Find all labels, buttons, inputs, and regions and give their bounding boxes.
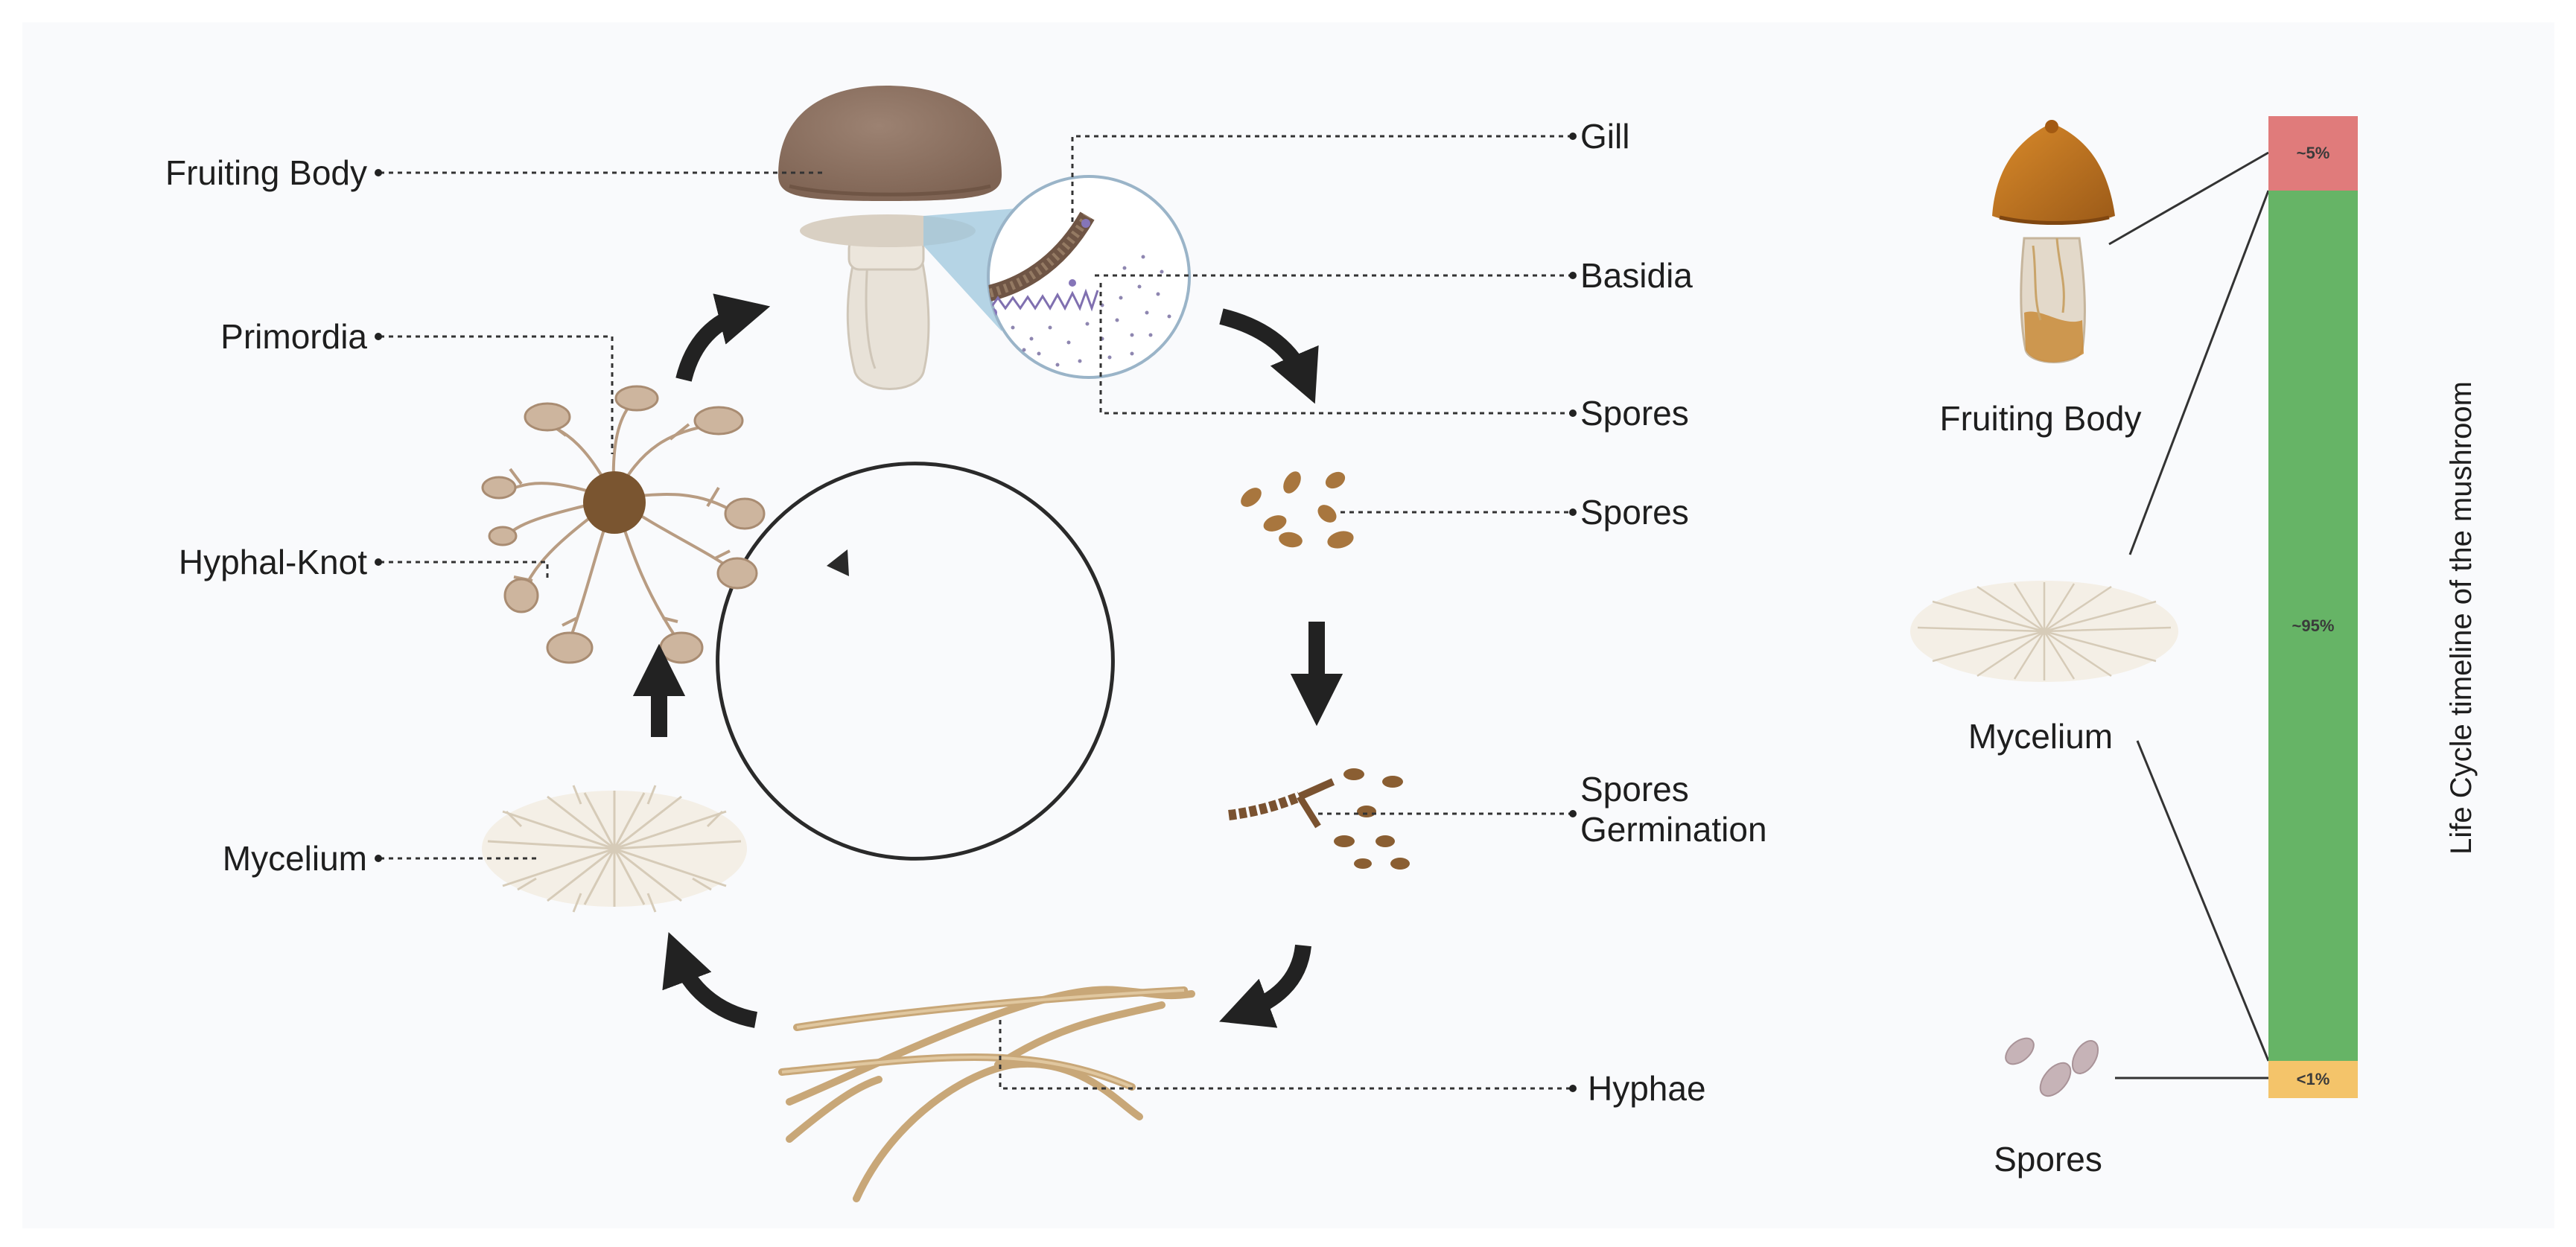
timeline-label-fruiting-body: Fruiting Body <box>1939 399 2142 438</box>
arrow-primordia-to-fruiting <box>675 293 771 382</box>
hyphal-knot-core <box>583 471 646 534</box>
timeline-segment-fruiting <box>2268 116 2358 191</box>
timeline-mycelium-icon <box>1910 581 2178 682</box>
connector-fruiting-body <box>2108 151 2269 246</box>
timeline-segment-spores <box>2268 1061 2358 1098</box>
label-gill: Gill <box>1580 117 1630 156</box>
label-hyphal-knot: Hyphal-Knot <box>178 543 367 581</box>
timeline-bar <box>2268 116 2358 1098</box>
timeline-segment-label-mycelium: ~95% <box>2292 616 2335 635</box>
spores-cluster <box>1241 471 1354 549</box>
label-germination-line2: Germination <box>1580 810 1767 849</box>
label-primordia: Primordia <box>220 317 367 356</box>
arrow-fruiting-to-spores <box>1219 308 1319 404</box>
cycle-arrows <box>632 293 1343 1028</box>
leader-gill <box>1071 135 1571 222</box>
leader-lines <box>380 135 1571 1090</box>
label-spores-gill: Spores <box>1580 394 1689 433</box>
connector-mycelium-bottom <box>2136 740 2270 1062</box>
connector-mycelium-top <box>2128 190 2270 555</box>
cycle-circle-arrowhead <box>827 549 849 576</box>
timeline-spores-icon <box>2005 1037 2099 1097</box>
timeline-label-mycelium: Mycelium <box>1968 717 2114 756</box>
leader-primordia <box>380 335 614 454</box>
timeline-title: Life Cycle timeline of the mushroom <box>2445 381 2478 855</box>
timeline-mushroom-icon <box>1992 120 2115 363</box>
label-basidia: Basidia <box>1580 256 1693 295</box>
label-spores: Spores <box>1580 493 1689 532</box>
timeline-segment-label-spores: <1% <box>2296 1070 2330 1088</box>
cycle-circle <box>716 462 1115 861</box>
label-hyphae: Hyphae <box>1588 1069 1706 1108</box>
timeline-connectors <box>2108 151 2270 1079</box>
gill-magnifier <box>987 175 1191 379</box>
timeline-segment-mycelium <box>2268 191 2358 1061</box>
leader-dots <box>375 133 1577 1092</box>
timeline-segment-label-fruiting: ~5% <box>2296 144 2330 162</box>
hyphae-strands-light <box>781 989 1185 1088</box>
leader-hyphae <box>999 1020 1571 1090</box>
label-fruiting-body: Fruiting Body <box>165 153 367 192</box>
label-germination-line1: Spores <box>1580 770 1689 809</box>
spore-germination <box>1228 768 1410 870</box>
leader-hyphal-knot <box>380 561 549 581</box>
label-germination: Spores Germination <box>1580 769 1767 849</box>
label-mycelium: Mycelium <box>222 839 367 878</box>
arrow-hyphae-to-mycelium <box>662 932 758 1028</box>
mycelium-mat <box>482 785 747 913</box>
arrow-germination-to-hyphae <box>1219 944 1311 1028</box>
timeline-label-spores: Spores <box>1994 1140 2102 1179</box>
